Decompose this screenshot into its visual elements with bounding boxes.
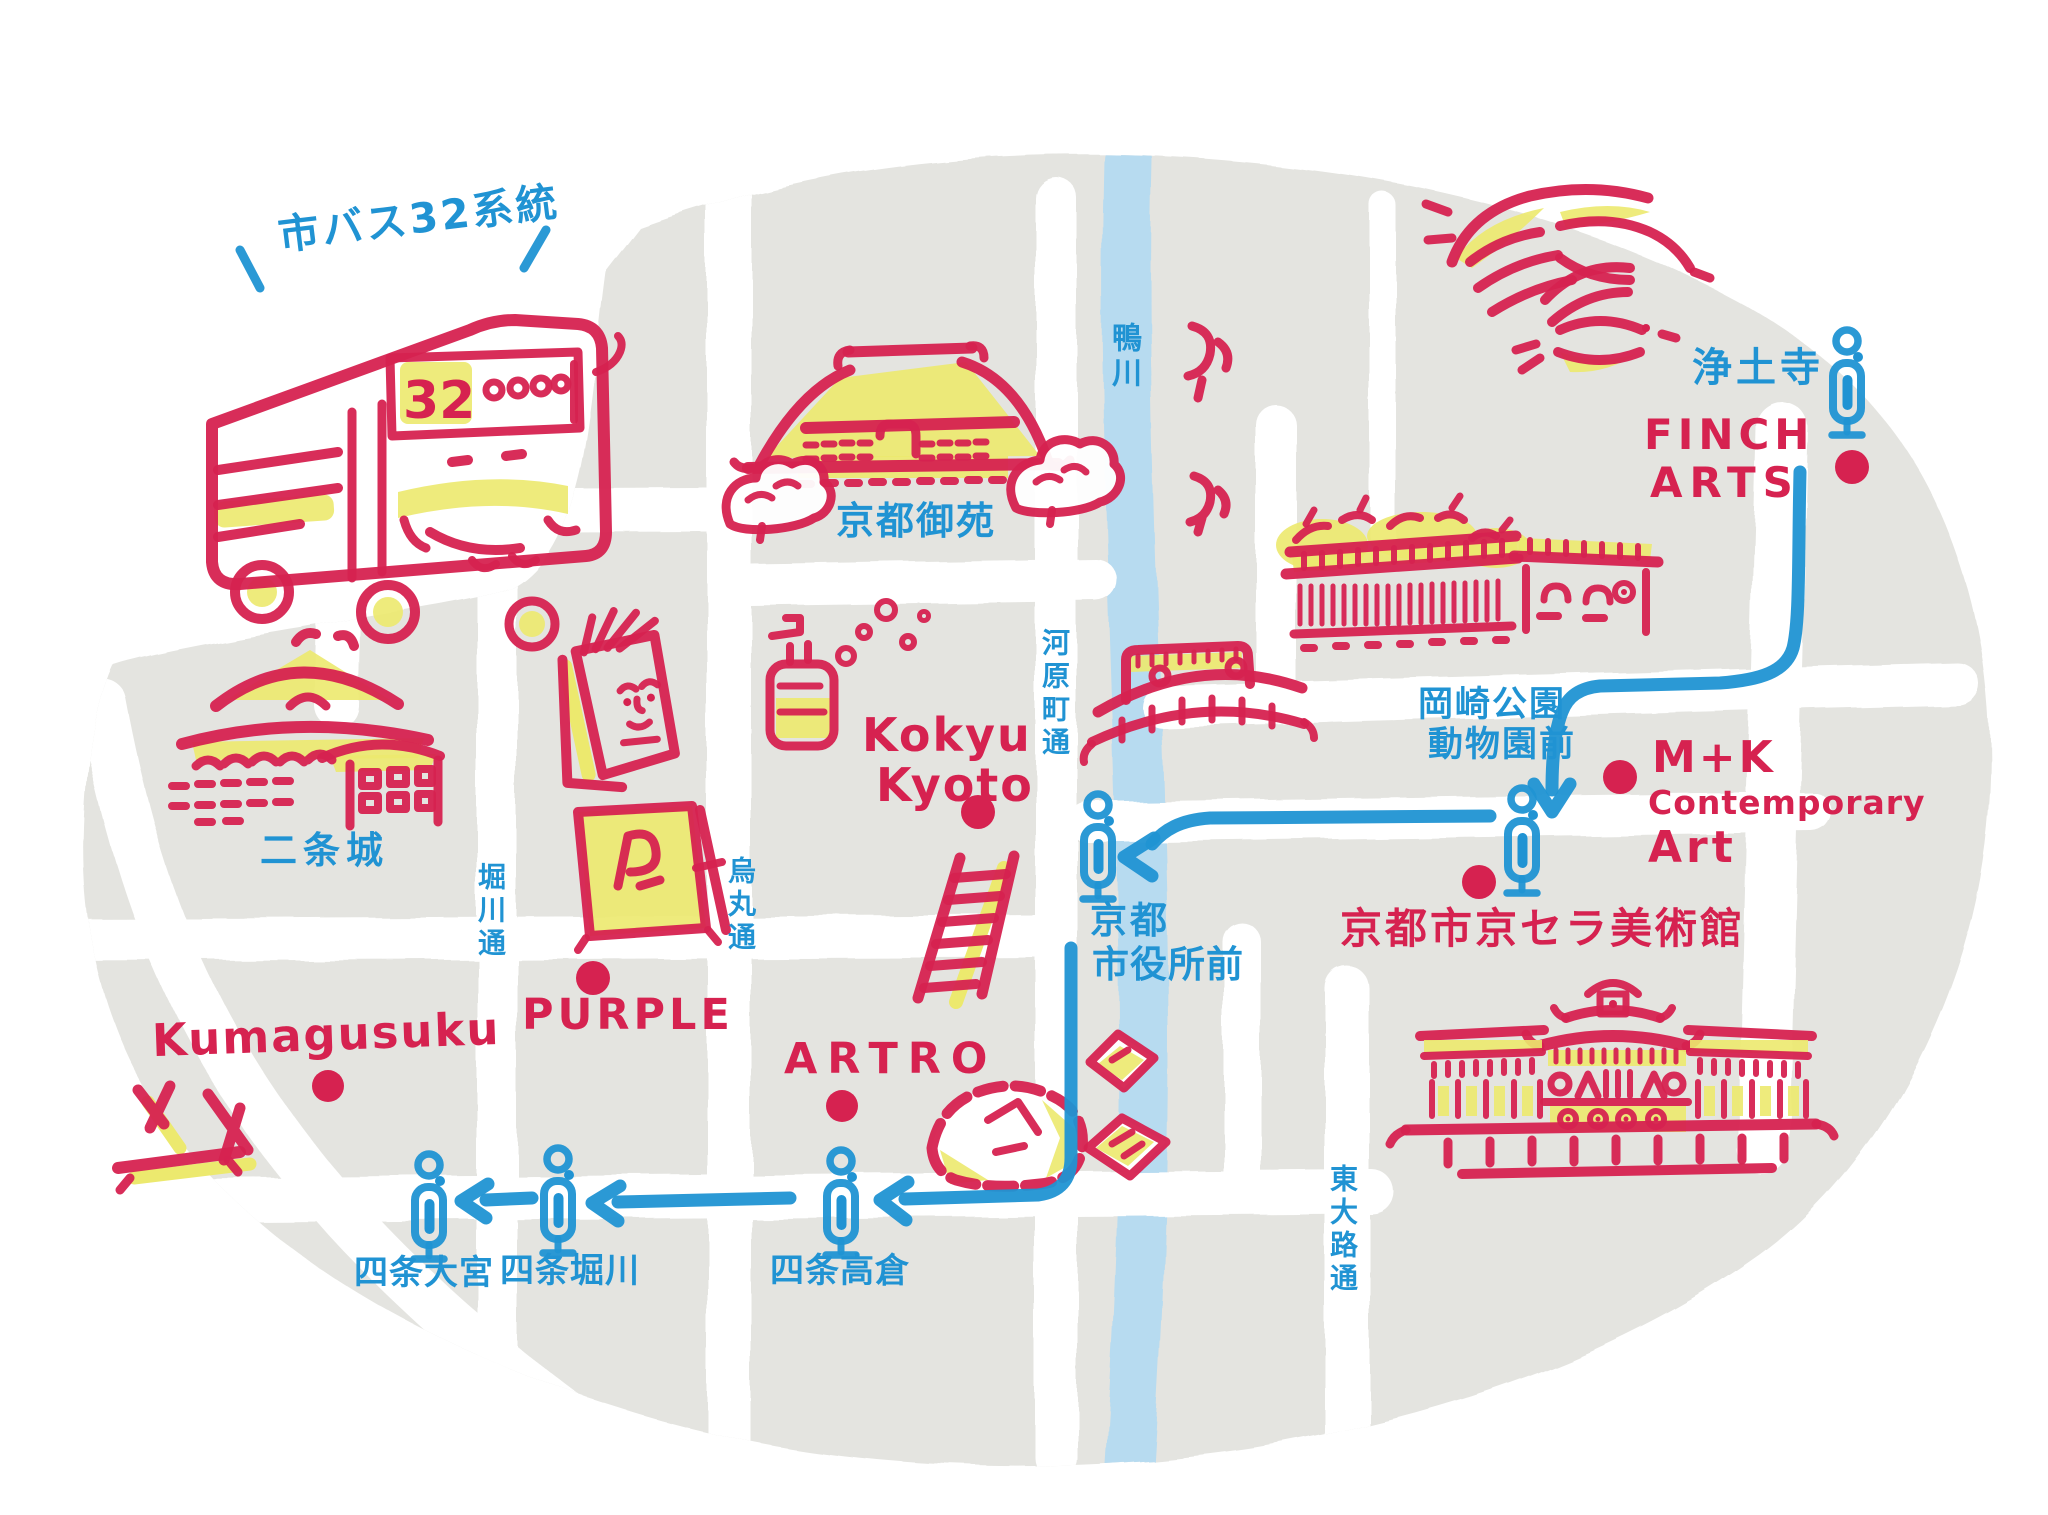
label-kyocera-museum: 京都市京セラ美術館	[1340, 904, 1746, 953]
dot-mk-contemporary	[1603, 760, 1637, 794]
label-mk-2: Contemporary	[1648, 783, 1926, 822]
label-stop-shiyakusho-1: 京都	[1090, 899, 1170, 942]
bus-route-label-ticks	[235, 225, 551, 293]
nijo-castle-illustration	[168, 628, 445, 831]
label-stop-shiyakusho-2: 市役所前	[1092, 943, 1244, 986]
label-kamogawa: 鴨川	[1106, 322, 1141, 392]
label-mk-3: Art	[1648, 822, 1737, 873]
label-horikawa-dori: 堀川通	[474, 862, 507, 961]
dot-kyocera	[1462, 865, 1496, 899]
bus-stop-icon-jodoji	[1832, 330, 1863, 435]
label-mk-1: M+K	[1652, 732, 1776, 783]
kyoto-gyoen-illustration	[721, 341, 1125, 544]
label-artro: ARTRO	[784, 1034, 998, 1084]
okazaki-buildings-illustration	[1276, 492, 1664, 652]
dot-finch-arts	[1835, 450, 1869, 484]
bench-illustration	[112, 1080, 257, 1195]
bridge-illustration	[1079, 641, 1318, 766]
ladder-illustration	[912, 850, 1020, 1009]
location-dots	[312, 450, 1869, 1122]
route-arrow-left-icon	[873, 1175, 915, 1227]
signboard-illustration	[573, 801, 731, 954]
label-kokyu-2: Kyoto	[876, 758, 1034, 812]
label-stop-shijo-horikawa: 四条堀川	[500, 1251, 640, 1291]
label-kumagusuku: Kumagusuku	[151, 1001, 502, 1068]
label-kyoto-gyoen: 京都御苑	[836, 499, 997, 543]
label-stop-okazaki-1: 岡崎公園	[1418, 685, 1567, 725]
label-finch-arts-1: FINCH	[1644, 410, 1815, 459]
dot-artro	[826, 1090, 858, 1122]
soap-bottle-illustration	[765, 598, 931, 751]
label-nijo-castle: 二条城	[260, 829, 389, 872]
onigiri-illustration	[926, 1080, 1088, 1192]
flying-swallow-icon	[1511, 262, 1681, 375]
route-arrow-down-icon	[1527, 777, 1577, 819]
label-stop-takakura: 四条高倉	[770, 1251, 910, 1291]
label-purple: PURPLE	[522, 990, 734, 1040]
label-kokyu-1: Kokyu	[862, 708, 1032, 762]
label-kawaramachi-dori: 河原町通	[1038, 628, 1071, 760]
label-stop-shijo-omiya: 四条大宮	[354, 1253, 494, 1293]
dot-kumagusuku	[312, 1070, 344, 1102]
label-karasuma-dori: 烏丸通	[724, 856, 757, 955]
route-arrow-left-icon	[585, 1179, 627, 1228]
route-arrow-left-icon	[454, 1177, 495, 1225]
kyocera-museum-illustration	[1385, 979, 1839, 1179]
dot-kokyu	[961, 795, 995, 829]
route-arrow-left-icon	[1117, 831, 1161, 883]
dot-purple	[576, 961, 610, 995]
city-bus-illustration: 32	[206, 314, 626, 652]
book-illustration	[557, 607, 680, 793]
river-boat-icons	[1083, 1029, 1171, 1181]
label-stop-jodoji: 浄土寺	[1692, 345, 1824, 391]
label-higashioji-dori: 東大路通	[1326, 1164, 1359, 1296]
bus-route-number: 32	[403, 371, 475, 431]
river-bird-icons	[1183, 321, 1233, 537]
label-stop-okazaki-2: 動物園前	[1428, 725, 1577, 765]
label-finch-arts-2: ARTS	[1650, 458, 1800, 507]
bus-route-line	[454, 465, 1807, 1228]
kamogawa-river	[1102, 154, 1169, 1467]
